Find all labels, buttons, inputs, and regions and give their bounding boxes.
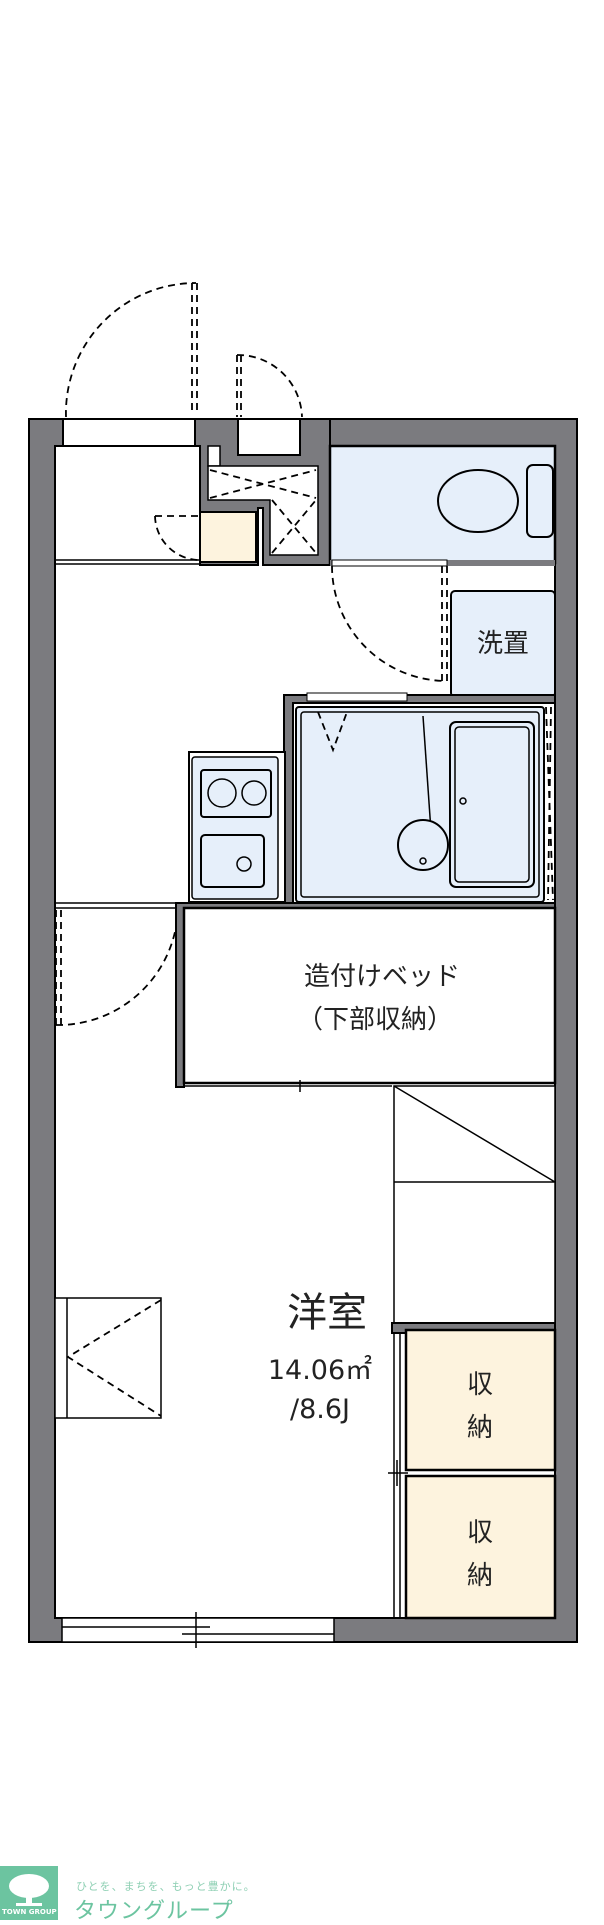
bathroom-inner <box>300 711 540 898</box>
logo-brand-en: TOWN GROUP <box>2 1908 57 1916</box>
storage-door-mark <box>388 1460 408 1486</box>
closet-diagonal <box>393 1085 556 1183</box>
pipe-space <box>207 445 221 467</box>
closet-column <box>393 1085 556 1330</box>
entrance-opening <box>62 418 196 447</box>
bathtub <box>449 721 535 888</box>
bathtub-inner <box>454 726 530 883</box>
side-window <box>54 1297 162 1419</box>
room-area: 14.06㎡ <box>268 1355 372 1386</box>
pipe-space-lower <box>207 465 319 556</box>
bath-drain <box>459 797 467 805</box>
room-door-swing <box>55 907 179 1026</box>
toilet-door-opening <box>331 559 448 567</box>
pipe-space-x <box>209 469 317 554</box>
logo-tagline: ひとを、まちを、もっと豊かに。 <box>76 1880 256 1893</box>
bath-side-panel <box>545 706 554 901</box>
closet-opening <box>237 418 301 456</box>
bed-label-line1: 造付けベッド <box>304 962 460 992</box>
room-jo: /8.6J <box>290 1394 350 1425</box>
toilet-door-swing <box>331 565 448 682</box>
burner-right <box>241 780 267 806</box>
storage-1-line1: 収 <box>467 1370 493 1400</box>
basin-drain <box>419 857 427 865</box>
sink-drain <box>236 856 252 872</box>
shoe-box-door-swing <box>154 515 200 561</box>
logo-brand: タウングループ <box>74 1899 234 1924</box>
balcony-window <box>61 1617 335 1643</box>
town-group-logo <box>0 1866 58 1920</box>
storage-1 <box>404 1328 557 1472</box>
storage-2 <box>404 1474 557 1620</box>
storage-2-line2: 納 <box>467 1561 493 1591</box>
side-window-x <box>66 1299 162 1417</box>
burner-left <box>207 778 237 808</box>
bath-door-opening <box>306 692 408 702</box>
washer-label: 洗置 <box>477 629 529 659</box>
room-name: 洋室 <box>287 1290 367 1336</box>
storage-1-line2: 納 <box>467 1413 493 1443</box>
built-in-bed <box>182 906 557 1085</box>
sink <box>200 834 265 888</box>
wash-basin <box>397 819 449 871</box>
bed-label-line2: （下部収納） <box>297 1005 453 1035</box>
toilet-tank <box>526 464 554 538</box>
storage-2-line1: 収 <box>467 1518 493 1548</box>
tree-icon <box>9 1874 49 1906</box>
bath-door-fold <box>317 711 348 753</box>
shoe-box <box>199 511 257 563</box>
toilet-bowl <box>437 469 519 533</box>
closet-door-swing <box>236 354 303 418</box>
entrance-door-swing <box>65 282 198 418</box>
